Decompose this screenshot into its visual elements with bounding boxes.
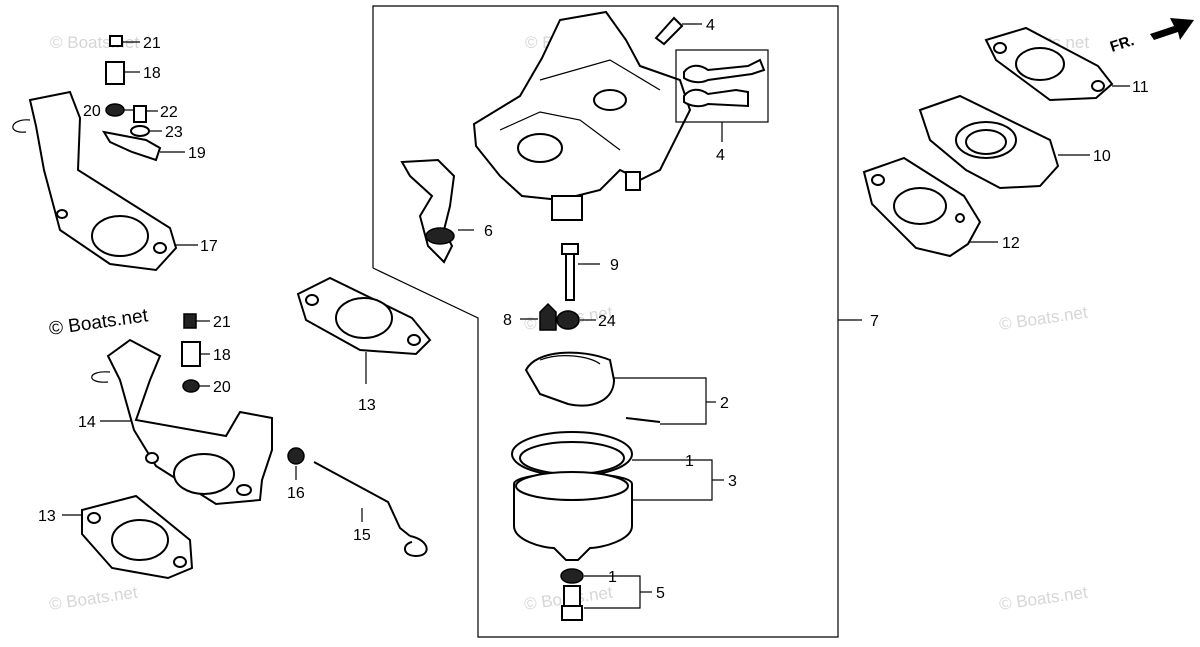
callout-22: 22 [160, 104, 178, 121]
part-collar-18-upper[interactable] [105, 61, 140, 85]
callout-13: 13 [358, 397, 376, 414]
front-label: FR. [1108, 32, 1136, 56]
callout-15: 15 [353, 527, 371, 544]
part-bracket-14[interactable] [91, 338, 273, 506]
front-direction-indicator: FR. [1108, 18, 1194, 56]
front-arrow-icon [1150, 18, 1194, 40]
callout-20: 20 [83, 103, 101, 120]
callout-9: 9 [610, 257, 619, 274]
part-float-chamber-3[interactable] [513, 459, 724, 561]
callout-11: 11 [1132, 79, 1149, 96]
part-gasket-13-upper[interactable] [296, 276, 432, 384]
part-clip-19[interactable] [101, 130, 185, 162]
part-main-jet-24[interactable] [556, 310, 596, 330]
callout-20: 20 [213, 379, 231, 396]
callout-1: 1 [685, 453, 694, 470]
callout-16: 16 [287, 485, 305, 502]
part-bolt-21-lower[interactable] [183, 313, 210, 329]
part-screw-22[interactable] [133, 105, 158, 123]
part-collar-18-lower[interactable] [181, 341, 210, 367]
callout-3: 3 [728, 473, 737, 490]
watermark: © Boats.net [998, 303, 1089, 334]
part-pilot-screw-4-top[interactable] [654, 16, 702, 46]
callout-2: 2 [720, 395, 729, 412]
callout-8: 8 [503, 312, 512, 329]
callout-7: 7 [870, 313, 879, 330]
callout-6: 6 [484, 223, 493, 240]
callout-17: 17 [200, 238, 218, 255]
callout-18: 18 [213, 347, 231, 364]
part-carburetor-body[interactable] [472, 10, 692, 221]
callout-4: 4 [706, 17, 715, 34]
callout-12: 12 [1002, 235, 1020, 252]
part-washer-23[interactable] [130, 125, 162, 137]
callout-14: 14 [78, 414, 96, 431]
callout-21: 21 [143, 35, 161, 52]
part-nut-20-lower[interactable] [182, 379, 210, 393]
part-bracket-17[interactable] [12, 90, 198, 272]
part-drain-bolt-5[interactable] [560, 568, 652, 621]
callout-21: 21 [213, 314, 231, 331]
callout-1: 1 [608, 569, 617, 586]
callout-13: 13 [38, 508, 56, 525]
watermark: © Boats.net [48, 305, 150, 340]
part-spring-16[interactable] [287, 447, 305, 480]
part-float-valve-8[interactable] [520, 302, 557, 331]
part-washer-20-upper[interactable] [105, 103, 134, 117]
callout-4: 4 [716, 147, 725, 164]
part-gasket-12[interactable] [862, 156, 998, 258]
callout-10: 10 [1093, 148, 1111, 165]
carburetor-assembly-outline [372, 5, 839, 638]
callout-19: 19 [188, 145, 206, 162]
callout-23: 23 [165, 124, 183, 141]
part-screw-set-4-box[interactable] [675, 49, 769, 142]
callout-5: 5 [656, 585, 665, 602]
part-float-chamber-gasket-1[interactable] [511, 431, 633, 477]
part-needle-jet-9[interactable] [561, 243, 600, 301]
part-gasket-13-lower[interactable] [62, 494, 194, 580]
part-bolt-21-upper[interactable] [109, 35, 140, 47]
watermark: © Boats.net [998, 583, 1089, 614]
part-choke-lever-6[interactable] [400, 158, 474, 264]
callout-24: 24 [598, 313, 616, 330]
callout-18: 18 [143, 65, 161, 82]
part-float-2[interactable] [524, 351, 716, 425]
watermark: © Boats.net [48, 583, 139, 614]
part-insulator-10[interactable] [918, 94, 1090, 190]
part-rod-15[interactable] [313, 461, 428, 558]
part-gasket-11[interactable] [984, 26, 1130, 102]
